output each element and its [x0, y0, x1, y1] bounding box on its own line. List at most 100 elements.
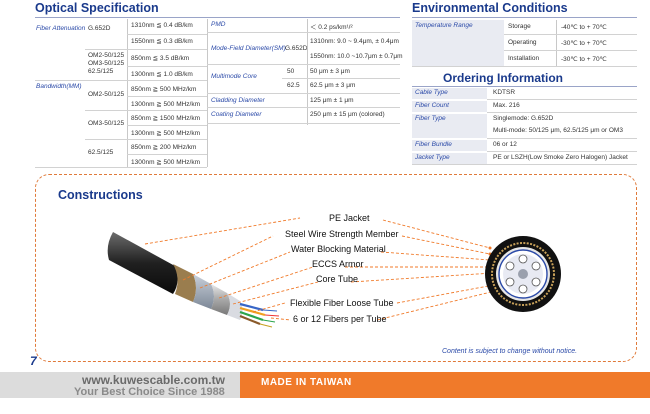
optical-row-line — [35, 167, 207, 168]
order-row-line — [487, 112, 637, 113]
optical-row-line — [35, 80, 207, 81]
cable-type-value: KDTSR — [493, 89, 516, 96]
optical-row-line — [282, 78, 400, 79]
operating-label: Operating — [508, 39, 537, 46]
constructions-title: Constructions — [58, 188, 143, 202]
att-850: 850nm ≦ 3.5 dB/km — [131, 55, 190, 62]
order-row-line — [412, 164, 637, 165]
env-divider — [556, 20, 557, 66]
fiber-count-value: Max. 216 — [493, 102, 520, 109]
mfd-g652d: G.652D — [285, 45, 308, 52]
optical-row-line — [127, 96, 207, 97]
loose-tubes — [239, 302, 266, 326]
fiber-count-cell — [412, 101, 487, 112]
mm625-1300: 1300nm ≧ 500 MHz/km — [131, 159, 201, 166]
callout-steel-wire: Steel Wire Strength Member — [285, 229, 399, 239]
temperature-range-label: Temperature Range — [415, 22, 473, 29]
fiber-count-label: Fiber Count — [415, 102, 449, 109]
att-1310: 1310nm ≦ 0.4 dB/km — [131, 22, 193, 29]
footer-slogan: Your Best Choice Since 1988 — [74, 386, 225, 398]
mfd-label: Mode-Field Diameter(SM) — [211, 45, 286, 52]
om2-1300: 1300nm ≧ 500 MHz/km — [131, 101, 201, 108]
environmental-title-rule — [412, 17, 637, 18]
om3-1300: 1300nm ≧ 500 MHz/km — [131, 130, 201, 137]
om2-850: 850nm ≧ 500 MHz/km — [131, 86, 197, 93]
fiber-type-cell — [412, 114, 487, 138]
cable-cross-section — [485, 236, 561, 312]
order-row-line — [487, 99, 637, 100]
om2-label: OM2-50/125 — [88, 91, 125, 98]
temp-label-cell — [412, 20, 504, 66]
om3-850: 850nm ≧ 1500 MHz/km — [131, 115, 201, 122]
footer-stripe-gray — [0, 372, 240, 398]
att-1300: 1300nm ≦ 1.0 dB/km — [131, 71, 193, 78]
storage-label: Storage — [508, 23, 531, 30]
optical-divider-3 — [307, 19, 308, 125]
ordering-title: Ordering Information — [443, 71, 563, 85]
optical-row-line — [127, 34, 207, 35]
optical-row-line — [207, 93, 400, 94]
optical-row-line — [127, 66, 207, 67]
callout-water-blocking: Water Blocking Material — [291, 244, 386, 254]
callout-pe-jacket: PE Jacket — [329, 213, 370, 223]
operating-value: -30℃ to + 70℃ — [561, 40, 607, 47]
optical-row-line — [207, 107, 400, 108]
env-row-line — [412, 66, 637, 67]
bandwidth-label: Bandwidth(MM) — [36, 83, 82, 90]
optical-row-line — [207, 32, 400, 33]
jacket-type-value: PE or LSZH(Low Smoke Zero Halogen) Jacke… — [493, 154, 628, 161]
cladding-label: Cladding Diameter — [211, 97, 265, 104]
order-row-line — [487, 151, 637, 152]
pe-jacket-shape — [107, 232, 178, 294]
made-in-taiwan: MADE IN TAIWAN — [261, 377, 352, 388]
eccs-armor-shape — [211, 284, 230, 315]
core-tube-shape — [227, 293, 243, 320]
att-1550: 1550nm ≦ 0.3 dB/km — [131, 38, 193, 45]
mmcore-label: Multimode Core — [211, 73, 257, 80]
mmcore-625: 62.5 — [287, 82, 300, 89]
cable-illustration — [107, 217, 561, 328]
mmcore-50-value: 50 μm ± 3 μm — [310, 68, 350, 75]
mfd-1310: 1310nm: 9.0 ~ 9.4μm, ± 0.4μm — [310, 38, 399, 45]
fiber-bundle-label: Fiber Bundle — [415, 141, 452, 148]
page-number: 7 — [30, 354, 37, 368]
om-group-c: 62.5/125 — [88, 68, 114, 75]
fiber-type-value-2: Multi-mode: 50/125 μm, 62.5/125 μm or OM… — [493, 127, 623, 134]
env-row-line — [504, 34, 637, 35]
footer-website[interactable]: www.kuwescable.com.tw — [82, 373, 225, 387]
fibers — [259, 309, 280, 328]
optical-divider-1 — [127, 19, 128, 167]
env-row-line — [504, 50, 637, 51]
g652d-label: G.652D — [88, 25, 111, 32]
mm625-850: 850nm ≧ 200 MHz/km — [131, 144, 197, 151]
optical-row-line — [85, 110, 207, 111]
fiber-attenuation-label: Fiber Attenuation — [36, 25, 86, 32]
optical-title-rule — [35, 17, 400, 18]
om-group-b: OM3-50/125 — [88, 60, 125, 67]
coating-value: 250 μm ± 15 μm (colored) — [310, 111, 385, 118]
coating-label: Coating Diameter — [211, 111, 262, 118]
steel-wire-shape — [173, 264, 196, 302]
om-group-a: OM2-50/125 — [88, 52, 125, 59]
pmd-label: PMD — [211, 21, 226, 28]
water-blocking-shape — [193, 274, 214, 309]
ordering-title-rule — [412, 86, 637, 87]
optical-row-line — [85, 49, 207, 50]
callout-eccs-armor: ECCS Armor — [312, 259, 364, 269]
footer-stripe-orange — [240, 372, 650, 398]
optical-row-line — [207, 123, 400, 124]
optical-row-line — [127, 125, 207, 126]
pmd-value: ＜ 0.2 ps/km¹/² — [310, 24, 353, 31]
order-row-line — [487, 138, 637, 139]
cable-type-label: Cable Type — [415, 89, 448, 96]
callout-core-tube: Core Tube — [316, 274, 359, 284]
mfd-1550: 1550nm: 10.0 ~10.7μm ± 0.7μm — [310, 53, 403, 60]
mmcore-625-value: 62.5 μm ± 3 μm — [310, 82, 356, 89]
installation-label: Installation — [508, 55, 540, 62]
fiber-type-label: Fiber Type — [415, 115, 446, 122]
disclaimer-note: Content is subject to change without not… — [442, 348, 578, 355]
optical-row-line — [207, 64, 400, 65]
jacket-type-cell — [412, 153, 487, 164]
environmental-title: Environmental Conditions — [412, 1, 568, 15]
storage-value: -40℃ to + 70℃ — [561, 24, 607, 31]
